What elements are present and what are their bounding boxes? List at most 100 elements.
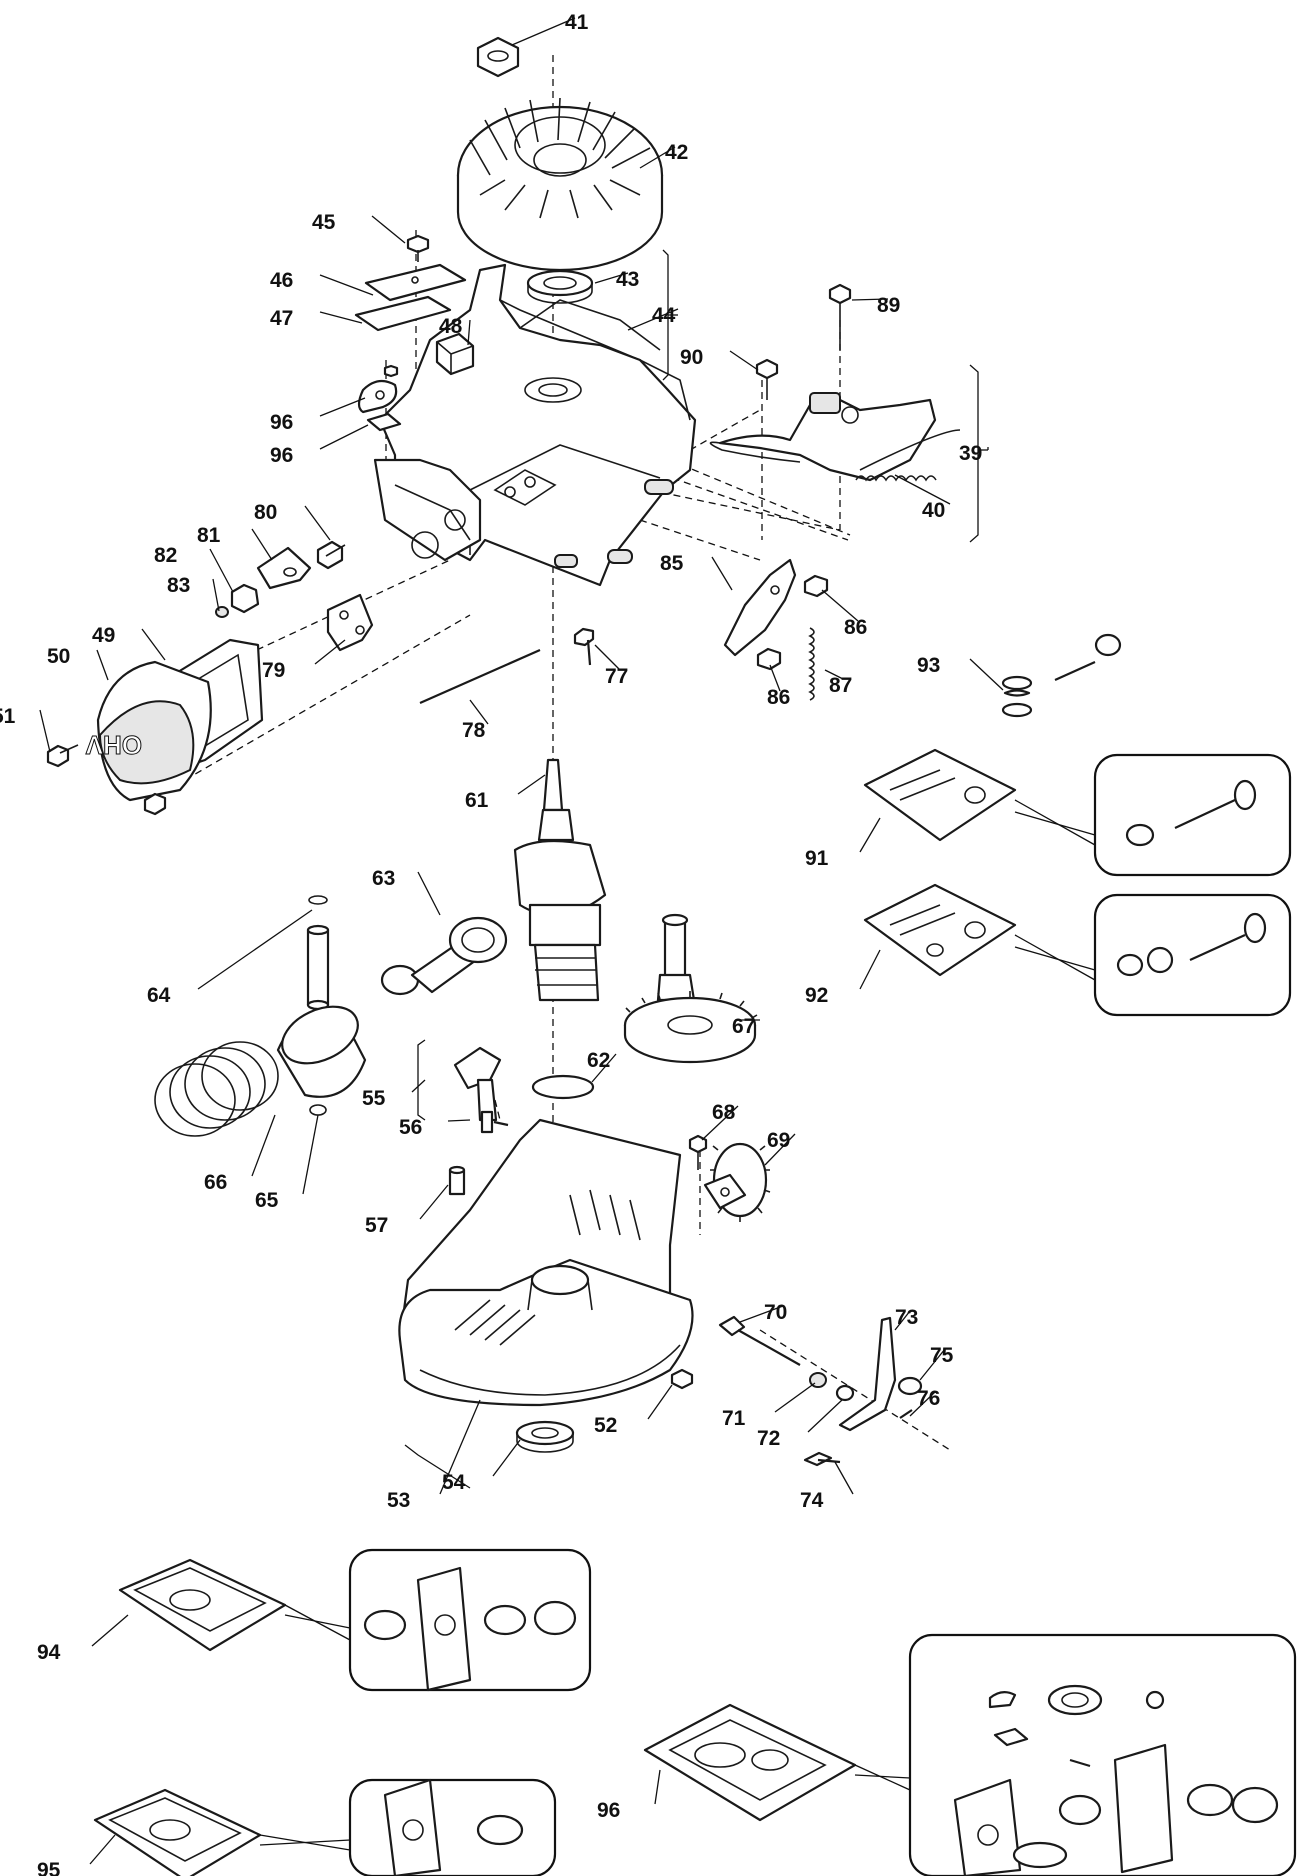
callout-leader-62: [591, 1053, 617, 1083]
callout-leader-73: [894, 1310, 911, 1331]
callout-leader-49: [141, 628, 166, 661]
breather-parts: [354, 234, 475, 432]
callout-86b: 86: [767, 686, 790, 709]
callout-91: 91: [805, 847, 829, 870]
callout-leader-76: [909, 1391, 936, 1417]
callout-leader-96b: [319, 424, 369, 450]
callout-62: 62: [587, 1049, 610, 1072]
callout-leader-41: [511, 17, 576, 46]
callout-leader-82: [209, 548, 234, 593]
callout-leader-80: [304, 505, 331, 541]
callout-leader-96c: [654, 1769, 661, 1805]
callout-leader-91: [859, 817, 881, 853]
callout-70: 70: [764, 1301, 787, 1324]
callout-86a: 86: [844, 616, 867, 639]
callout-leader-45: [371, 215, 406, 244]
valve-cover: OHV: [46, 593, 374, 816]
callout-51: 51: [0, 705, 16, 728]
callout-leader-47: [319, 311, 363, 324]
callout-leader-56: [447, 1119, 471, 1122]
callout-leader-52: [647, 1384, 673, 1420]
gasket-kit-96: [643, 1633, 1297, 1876]
callout-leader-87: [824, 669, 844, 680]
flywheel: [456, 36, 664, 272]
callout-96b: 96: [270, 444, 293, 467]
callout-leader-61: [517, 774, 546, 795]
valve-kit-92: [863, 883, 1292, 1017]
sump-seal: [515, 1368, 694, 1453]
crankshaft: [513, 758, 607, 1002]
connecting-rod: [380, 916, 508, 996]
callout-95: 95: [37, 1859, 61, 1876]
sump: [398, 1118, 694, 1407]
callout-78: 78: [462, 719, 486, 742]
callout-leader-78: [469, 699, 489, 725]
callout-leader-65: [302, 1114, 319, 1195]
callout-50: 50: [47, 645, 70, 668]
callout-87: 87: [829, 674, 852, 697]
dowel-pin: [448, 1165, 466, 1196]
camshaft: [623, 913, 758, 1064]
callout-leader-74: [834, 1461, 854, 1495]
callout-leader-70: [739, 1305, 784, 1323]
callout-leader-63: [417, 871, 441, 916]
callout-93: 93: [917, 654, 940, 677]
callout-leader-69: [764, 1133, 796, 1166]
callout-leader-42: [639, 146, 676, 169]
callout-leader-85: [711, 556, 733, 591]
callout-leader-86b: [769, 664, 781, 692]
callout-49: 49: [92, 624, 115, 647]
callout-72: 72: [757, 1427, 780, 1450]
callout-82: 82: [154, 544, 177, 567]
callout-53: 53: [387, 1489, 410, 1512]
callout-48: 48: [439, 315, 463, 338]
callout-leader-48: [467, 319, 471, 346]
valve-and-spring: [1001, 633, 1122, 718]
callout-46: 46: [270, 269, 293, 292]
gasket-kit-95: [93, 1778, 557, 1876]
o-ring: [531, 1074, 595, 1100]
callout-74: 74: [800, 1489, 824, 1512]
callout-61: 61: [465, 789, 489, 812]
callout-76: 76: [917, 1387, 940, 1410]
callout-leader-71: [774, 1382, 816, 1413]
valve-cover-lettering: OHV: [85, 730, 142, 760]
callout-leader-46: [319, 274, 374, 296]
callout-leader-54: [492, 1439, 521, 1477]
callout-leader-68: [701, 1105, 739, 1141]
callout-45: 45: [312, 211, 336, 234]
governor-lever: [723, 558, 829, 701]
callout-leader-75: [919, 1348, 946, 1381]
callout-41: 41: [565, 11, 589, 34]
callout-leader-95: [89, 1834, 116, 1865]
callout-73: 73: [895, 1306, 918, 1329]
callout-65: 65: [255, 1189, 279, 1212]
callout-leader-81: [251, 528, 273, 561]
callout-94: 94: [37, 1641, 61, 1664]
callout-71: 71: [722, 1407, 746, 1430]
governor-assembly: [709, 283, 961, 482]
callout-42: 42: [665, 141, 688, 164]
callout-leader-77: [594, 644, 621, 671]
callout-leader-89: [851, 298, 889, 301]
callout-81: 81: [197, 524, 221, 547]
callout-40: 40: [922, 499, 945, 522]
callout-75: 75: [930, 1344, 954, 1367]
callout-68: 68: [712, 1101, 736, 1124]
oil-seal-top: [526, 269, 594, 304]
rocker-parts: [215, 540, 346, 618]
callout-79: 79: [262, 659, 285, 682]
callout-leader-66: [251, 1114, 276, 1177]
callout-66: 66: [204, 1171, 227, 1194]
callout-57: 57: [365, 1214, 388, 1237]
callout-leader-83: [212, 578, 220, 612]
callout-leader-44: [627, 308, 679, 331]
callout-leader-57: [419, 1184, 449, 1220]
callout-96c: 96: [597, 1799, 620, 1822]
callout-leader-55: [411, 1079, 426, 1093]
gasket-kit-94: [118, 1548, 592, 1692]
callout-69: 69: [767, 1129, 790, 1152]
callout-52: 52: [594, 1414, 617, 1437]
callout-44: 44: [652, 304, 676, 327]
